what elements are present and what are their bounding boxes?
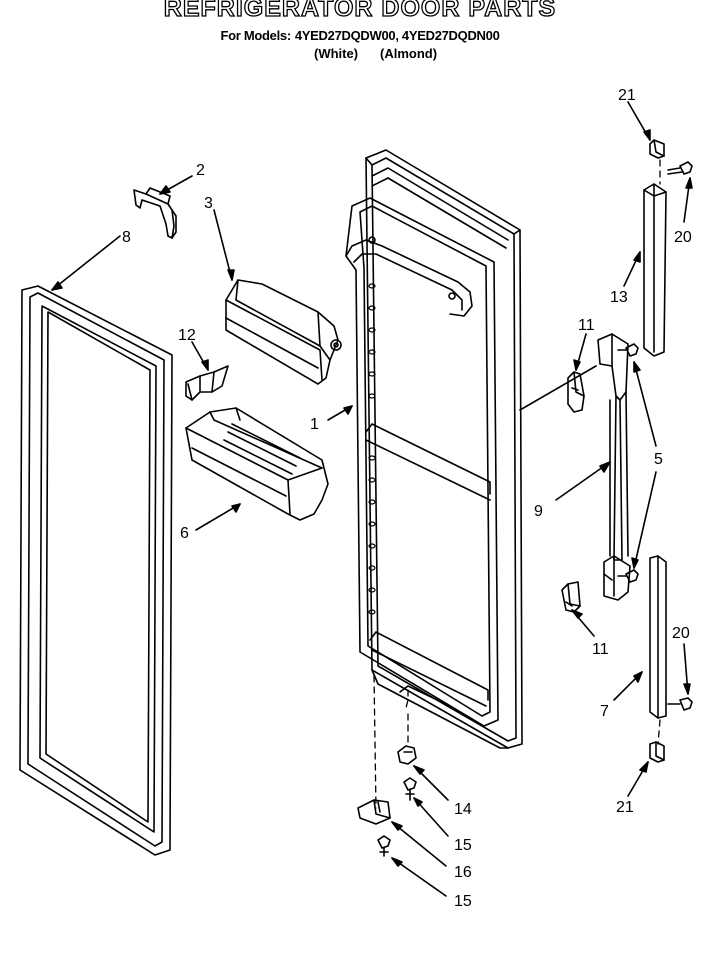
callout-5: 5: [654, 451, 663, 468]
page-title: REFRIGERATOR DOOR PARTS: [163, 0, 557, 23]
door-bin-part-6: [185, 407, 329, 521]
clip-part-12: [185, 365, 229, 401]
clip-part-11-lower: [561, 581, 581, 613]
callout-2: 2: [196, 162, 205, 179]
door-shelf-part-3: [225, 279, 342, 385]
callout-6: 6: [180, 525, 189, 542]
trim-strip-part-7: [649, 555, 667, 719]
screw-part-20-upper: [667, 161, 693, 175]
callout-13: 13: [610, 289, 628, 306]
models-line: For Models:4YED27DQDW00, 4YED27DQDN00: [0, 28, 720, 43]
color-white: (White): [314, 46, 359, 61]
callout-12: 12: [178, 327, 196, 344]
callout-11-lower: 11: [592, 641, 609, 658]
screw-part-5-upper: [617, 343, 639, 357]
screw-part-15-lower: [377, 835, 391, 857]
color-almond: (Almond): [380, 46, 438, 61]
callout-14: 14: [454, 801, 472, 818]
callout-labels: 1 2 3 8 12 6 21 20 13 11 5 9 11 20 7 21 …: [122, 87, 692, 910]
callout-20-lower: 20: [672, 625, 690, 642]
callout-8: 8: [122, 229, 131, 246]
bracket-part-2: [133, 187, 177, 239]
callout-3: 3: [204, 195, 213, 212]
trim-strip-part-13: [643, 183, 667, 357]
end-cap-part-21-upper: [649, 139, 665, 159]
callout-21-upper: 21: [618, 87, 636, 104]
bushing-part-14: [397, 745, 417, 765]
callout-7: 7: [600, 703, 609, 720]
callout-1: 1: [310, 416, 319, 433]
models-label: For Models:: [220, 28, 292, 43]
screw-part-5-lower: [617, 569, 639, 583]
door-handle-part-9: [597, 333, 631, 601]
models-list: 4YED27DQDW00, 4YED27DQDN00: [294, 28, 500, 43]
screw-part-20-lower: [667, 697, 693, 711]
callout-20-upper: 20: [674, 229, 692, 246]
door-gasket-part-8: [19, 285, 173, 856]
end-cap-part-21-lower: [649, 741, 665, 763]
callout-9: 9: [534, 503, 543, 520]
callout-16: 16: [454, 864, 472, 881]
callout-15-upper: 15: [454, 837, 472, 854]
callout-15-lower: 15: [454, 893, 472, 910]
leader-lines: [51, 101, 693, 897]
screw-part-15-upper: [403, 777, 417, 801]
refrigerator-door-part-1: [345, 149, 523, 749]
callout-21-lower: 21: [616, 799, 634, 816]
callout-11-upper: 11: [578, 317, 595, 334]
hinge-bracket-part-16: [357, 799, 391, 825]
